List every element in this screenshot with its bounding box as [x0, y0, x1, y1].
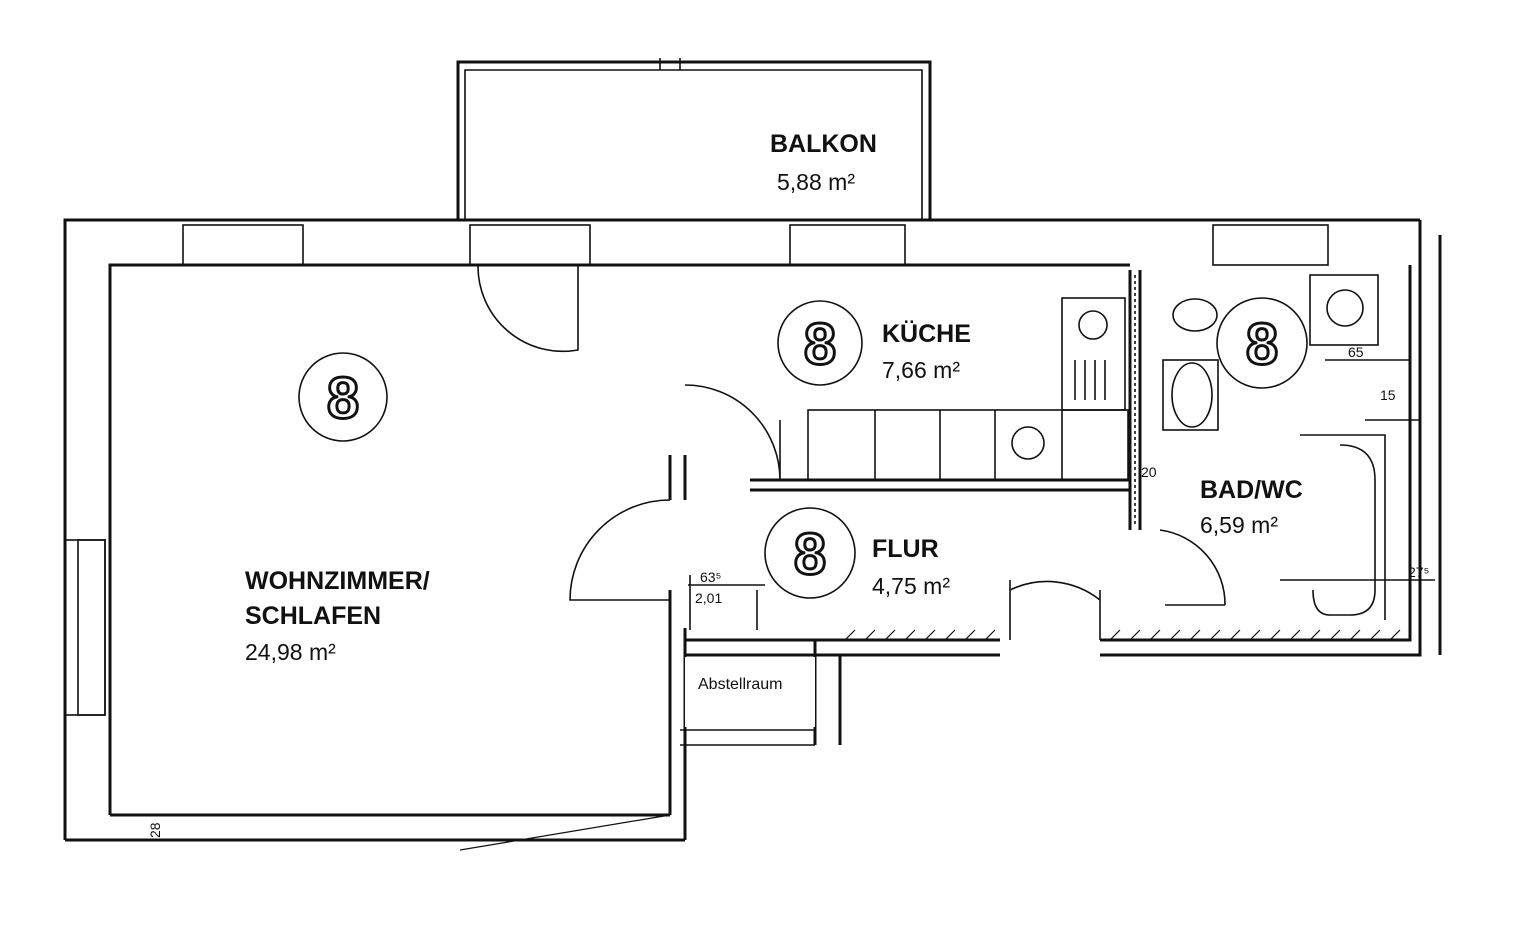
smoke-detector-icon: 8 [764, 507, 856, 599]
dimension-label: 20 [1141, 464, 1157, 480]
svg-text:8: 8 [327, 366, 359, 431]
room-area-balkon: 5,88 m² [777, 169, 855, 195]
room-name-wohnzimmer-2: SCHLAFEN [245, 602, 381, 630]
dimension-label: 2,01 [695, 590, 722, 606]
dimension-label: 65 [1348, 344, 1364, 360]
smoke-detector-icon: 8 [1216, 297, 1308, 389]
dimension-label: 27⁵ [1408, 564, 1429, 580]
room-name-bad: BAD/WC [1200, 476, 1303, 504]
dimension-lines [688, 575, 765, 630]
bathroom-fixtures [1162, 274, 1435, 620]
kitchen-counter [807, 297, 1129, 481]
balcony-outline [456, 58, 932, 220]
room-name-abstellraum: Abstellraum [698, 676, 782, 693]
room-area-kueche: 7,66 m² [882, 357, 960, 383]
room-name-wohnzimmer-1: WOHNZIMMER/ [245, 567, 430, 595]
room-name-kueche: KÜCHE [882, 319, 971, 348]
svg-text:8: 8 [804, 312, 836, 377]
dimension-label: 15 [1380, 387, 1396, 403]
dimension-label: 28 [147, 822, 163, 838]
smoke-detector-icon: 8 [298, 352, 388, 442]
room-area-wohnzimmer: 24,98 m² [245, 639, 336, 665]
room-area-bad: 6,59 m² [1200, 512, 1278, 538]
abstellraum-box [685, 657, 815, 727]
room-name-balkon: BALKON [770, 130, 877, 158]
wall-hatching [459, 629, 1401, 851]
room-name-flur: FLUR [872, 535, 939, 563]
dimension-label: 63⁵ [700, 569, 721, 585]
room-area-flur: 4,75 m² [872, 573, 950, 599]
exterior-walls [63, 218, 1442, 842]
doors [477, 264, 1226, 640]
smoke-detector-icon: 8 [777, 300, 863, 386]
svg-text:8: 8 [1246, 312, 1278, 377]
svg-text:8: 8 [794, 522, 826, 587]
